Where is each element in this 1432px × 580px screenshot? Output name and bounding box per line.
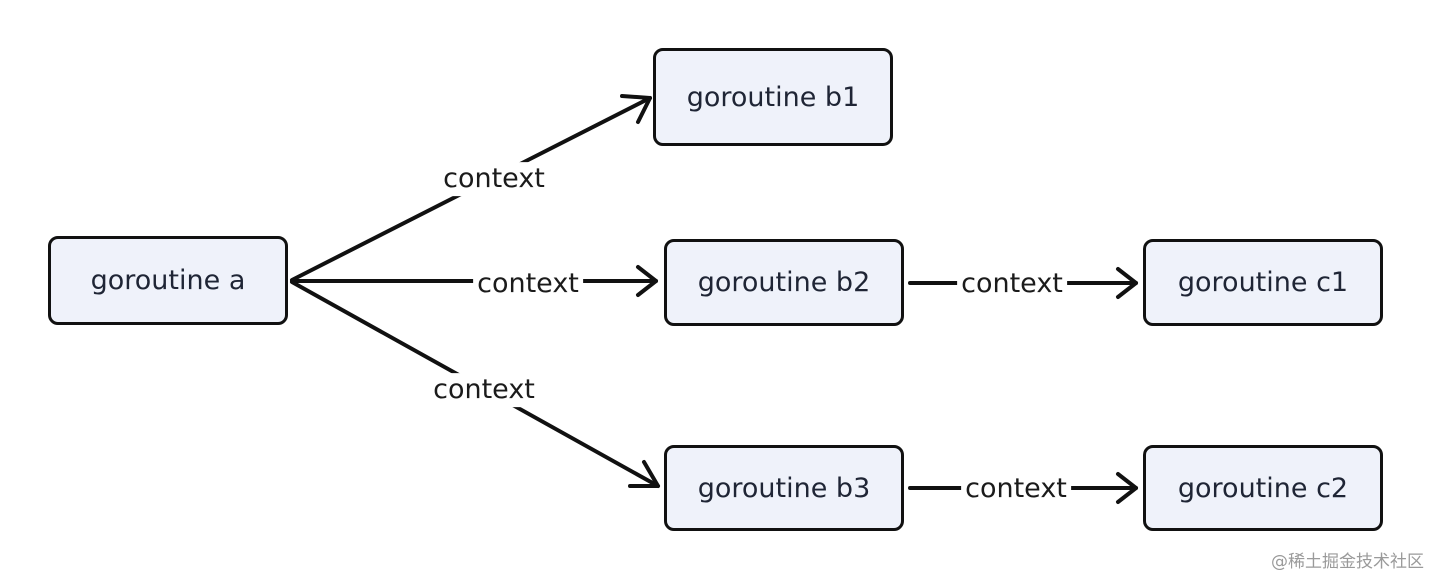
edge-label-a-b1: context bbox=[439, 162, 549, 196]
arrowhead-b2 bbox=[636, 265, 658, 297]
arrowhead-b1 bbox=[620, 94, 652, 124]
arrowhead-c1 bbox=[1116, 267, 1138, 299]
edge-label-b2-c1: context bbox=[957, 267, 1067, 301]
node-goroutine-b3: goroutine b3 bbox=[664, 445, 904, 531]
watermark: @稀土掘金技术社区 bbox=[1271, 552, 1424, 572]
node-goroutine-b2: goroutine b2 bbox=[664, 239, 904, 326]
node-goroutine-c2: goroutine c2 bbox=[1143, 445, 1383, 531]
edge-label-b3-c2: context bbox=[961, 472, 1071, 506]
edge-label-a-b2: context bbox=[473, 267, 583, 301]
node-goroutine-b1: goroutine b1 bbox=[653, 48, 893, 146]
arrowhead-c2 bbox=[1116, 472, 1138, 504]
arrowhead-b3 bbox=[628, 460, 660, 488]
edge-label-a-b3: context bbox=[429, 373, 539, 407]
node-goroutine-c1: goroutine c1 bbox=[1143, 239, 1383, 326]
node-goroutine-a: goroutine a bbox=[48, 236, 288, 325]
